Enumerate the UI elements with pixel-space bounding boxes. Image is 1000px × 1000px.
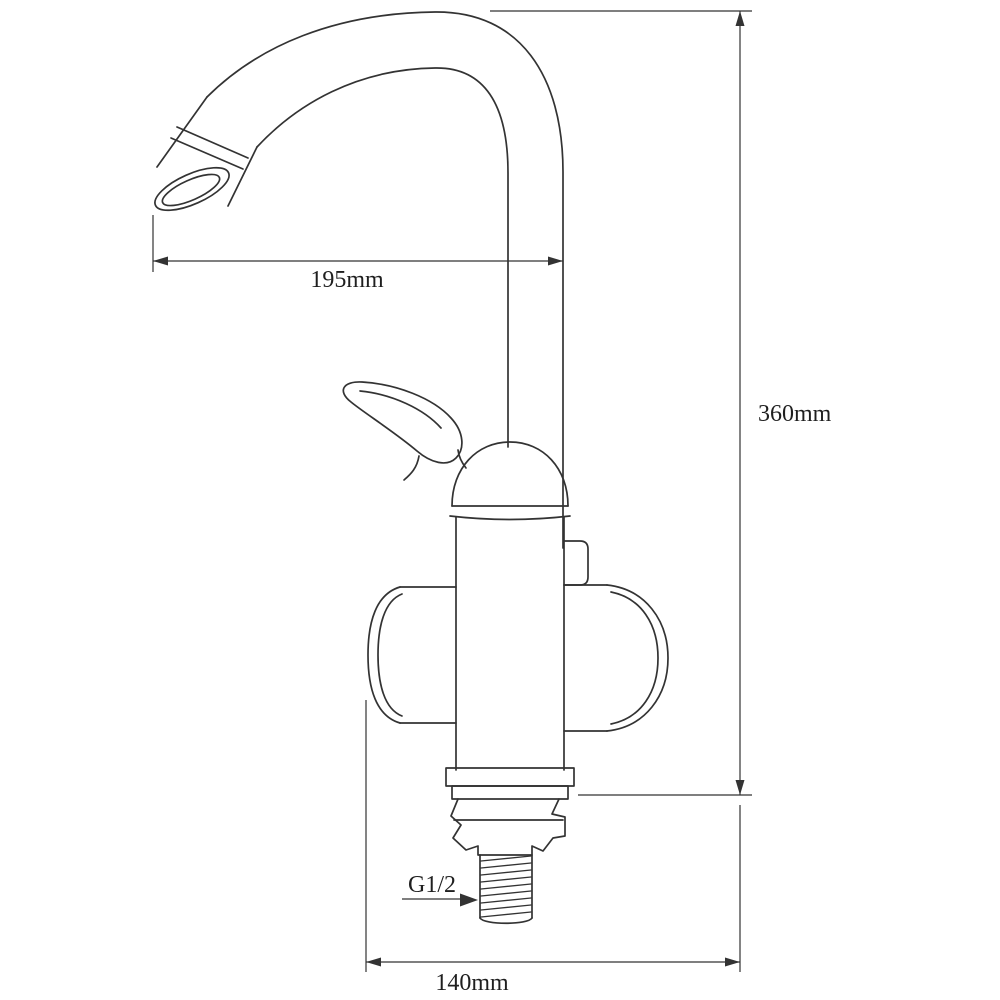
dimension-label-spout-reach: 195mm bbox=[310, 267, 384, 293]
spout-gooseneck bbox=[154, 11, 564, 549]
faucet-body bbox=[449, 441, 589, 771]
dimension-annotations: 195mm 360mm 140mm G1/2 bbox=[152, 10, 832, 996]
handle-inner-contour bbox=[359, 390, 442, 429]
handle-lever bbox=[342, 381, 467, 481]
nozzle-cone-right-edge bbox=[227, 146, 258, 207]
body-collar-line-2 bbox=[449, 515, 571, 521]
dimension-label-total-height: 360mm bbox=[758, 401, 832, 427]
handle-neck-right bbox=[457, 449, 467, 469]
nozzle-joint-line-1 bbox=[176, 126, 249, 159]
thread-size-label: G1/2 bbox=[408, 872, 456, 898]
body-dome bbox=[451, 441, 569, 507]
mounting-flange-upper bbox=[445, 767, 575, 787]
thread-hatching bbox=[480, 855, 532, 918]
nozzle-joint-line-2 bbox=[170, 137, 244, 170]
nozzle-outlet-opening bbox=[161, 173, 221, 207]
spout-inner-curve bbox=[256, 67, 509, 448]
thread-stem bbox=[479, 854, 533, 925]
spout-outer-curve bbox=[206, 11, 564, 549]
heater-right-cap-inner bbox=[610, 591, 659, 725]
mounting-flange-lower bbox=[451, 785, 569, 800]
dimension-total-height: 360mm bbox=[490, 10, 832, 796]
handle-neck-left bbox=[403, 455, 420, 481]
dimension-base-width: 140mm bbox=[365, 700, 741, 996]
heater-right-cap-outer bbox=[606, 584, 669, 732]
arrowhead-bottom bbox=[735, 780, 745, 795]
thread-callout: G1/2 bbox=[402, 872, 478, 907]
heater-left-cap-outer bbox=[367, 586, 401, 724]
heater-body bbox=[367, 584, 669, 732]
dimension-label-base-width: 140mm bbox=[435, 970, 509, 996]
nozzle-outlet-rim bbox=[154, 166, 230, 212]
arrowhead-left bbox=[153, 256, 168, 266]
thread-callout-arrowhead bbox=[460, 893, 478, 907]
faucet-drawing bbox=[154, 11, 669, 925]
arrowhead-right bbox=[548, 256, 563, 266]
arrowhead-top bbox=[735, 11, 745, 26]
dimension-spout-reach: 195mm bbox=[152, 215, 563, 293]
mounting-base bbox=[445, 767, 575, 856]
arrowhead-left bbox=[366, 957, 381, 967]
arrowhead-right bbox=[725, 957, 740, 967]
handle-outline bbox=[342, 381, 463, 464]
heater-left-cap-inner bbox=[377, 593, 403, 717]
nozzle-cone-left-edge bbox=[156, 96, 208, 168]
thread-bottom-cap bbox=[479, 917, 533, 925]
spout-connector-tab bbox=[563, 540, 589, 586]
mounting-nut-outline bbox=[450, 798, 566, 856]
